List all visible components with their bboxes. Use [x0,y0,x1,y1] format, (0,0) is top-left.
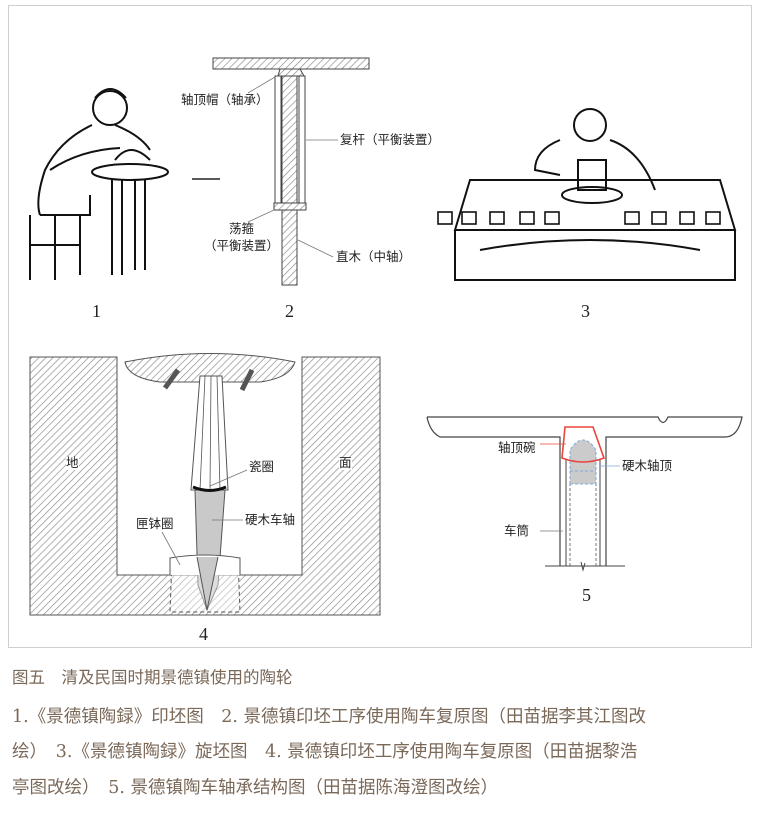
figure-frame [8,5,752,648]
panel2-diagram [192,57,370,286]
label-balance-rod: 复杆（平衡装置） [340,132,441,147]
label-hoop-note: （平衡装置） [204,238,280,253]
panel3-number: 3 [581,301,590,321]
panel1-illustration [29,88,169,280]
caption-title: 图五 清及民国时期景德镇使用的陶轮 [12,668,293,687]
label-saggar-ring: 匣钵圈 [136,516,174,531]
panel2-number: 2 [285,301,294,321]
caption-line: 亭图改绘） 5. 景德镇陶车轴承结构图（田苗据陈海澄图改绘） [12,778,499,798]
panel4-diagram [29,353,381,616]
label-porcelain-ring: 瓷圈 [249,459,275,474]
label-hardwood-axle: 硬木车轴 [245,512,296,527]
label-hardwood-top: 硬木轴顶 [622,458,673,473]
panel5-diagram [426,416,743,572]
panel3-illustration [437,108,737,281]
figure-drawings [29,57,743,616]
caption-line: 1.《景德镇陶録》印坯图 2. 景德镇印坯工序使用陶车复原图（田苗据李其江图改 [12,707,646,727]
caption-line: 绘） 3.《景德镇陶録》旋坯图 4. 景德镇印坯工序使用陶车复原图（田苗据黎浩 [12,742,638,762]
label-hoop: 荡箍 [229,221,255,236]
panel5-number: 5 [582,585,591,605]
label-barrel: 车筒 [504,523,530,538]
panel1-number: 1 [92,301,101,321]
label-ground-left: 地 [66,455,79,470]
label-bearing-bowl: 轴顶碗 [498,440,536,455]
label-bearing-cap: 轴顶帽（轴承） [181,92,269,107]
panel4-number: 4 [199,624,208,644]
label-ground-right: 面 [339,455,352,470]
label-center-shaft: 直木（中轴） [336,249,412,264]
